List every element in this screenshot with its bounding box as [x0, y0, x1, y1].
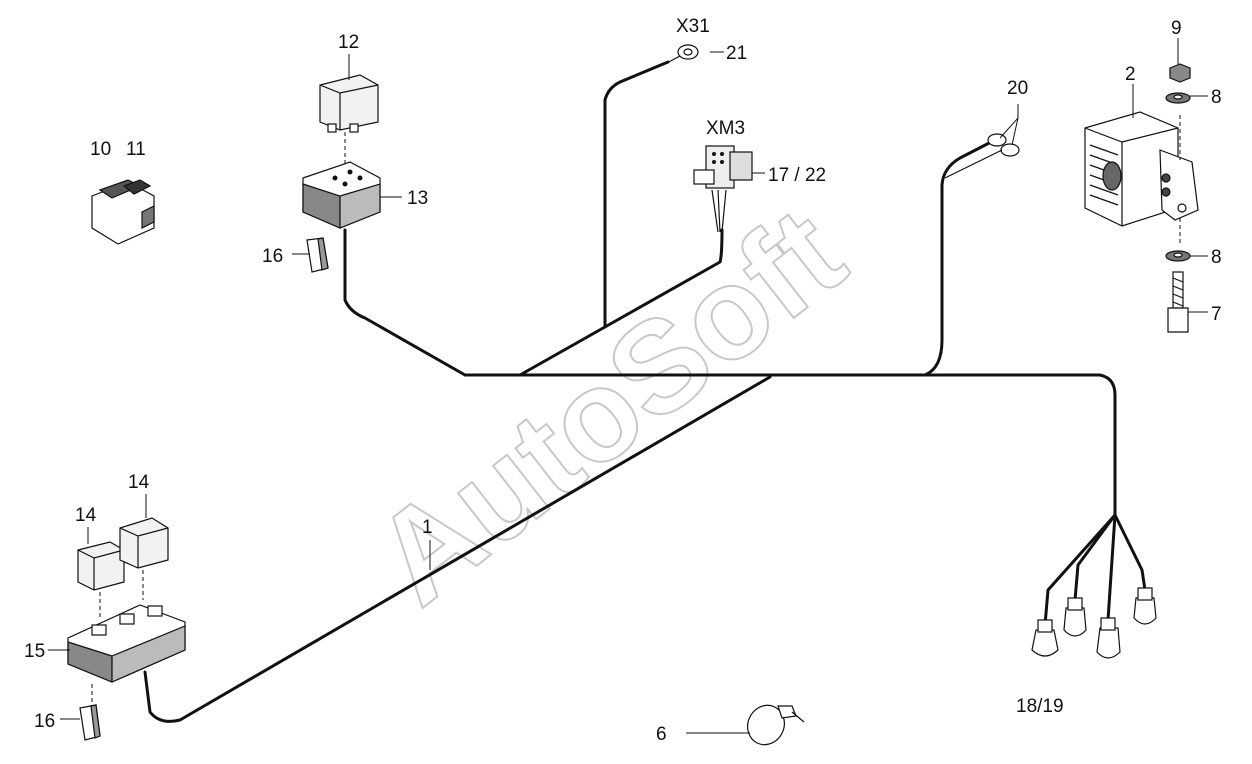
cable-tie-6 [747, 704, 805, 746]
relay-12 [319, 74, 379, 133]
label-13: 13 [407, 188, 428, 209]
label-20: 20 [1007, 78, 1028, 99]
leader-lines [48, 38, 1208, 734]
part-labels: 1 2 6 7 8 8 9 10 11 12 13 14 14 15 16 16… [24, 16, 1222, 745]
label-6: 6 [656, 724, 667, 745]
wire-branch-18-19 [1043, 513, 1147, 627]
label-9: 9 [1171, 18, 1182, 39]
relay-14-left [77, 541, 125, 591]
relay-14-right [119, 517, 169, 569]
label-x31: X31 [676, 16, 710, 37]
connector-xm3 [693, 145, 753, 233]
label-18-19: 18/19 [1016, 696, 1064, 717]
label-2: 2 [1125, 64, 1136, 85]
label-16-top: 16 [262, 246, 283, 267]
bolt-7 [1167, 271, 1189, 333]
relay-base-13 [302, 161, 381, 229]
label-8-bottom: 8 [1211, 247, 1222, 268]
switch-10-11 [91, 179, 155, 245]
ring-terminals-20 [944, 133, 1020, 179]
label-8-top: 8 [1211, 87, 1222, 108]
clip-16-bottom [79, 704, 101, 741]
label-7: 7 [1211, 304, 1222, 325]
buzzer-2 [1084, 111, 1199, 227]
washer-8-bottom [1165, 250, 1191, 262]
nut-9 [1169, 63, 1191, 83]
relay-base-15 [67, 604, 186, 683]
label-11: 11 [126, 139, 146, 160]
label-16-bottom: 16 [34, 711, 55, 732]
wire-harness-main [143, 60, 1117, 723]
label-14-left: 14 [75, 505, 97, 526]
label-1: 1 [422, 517, 433, 538]
clip-16-top [306, 237, 329, 273]
label-21: 21 [726, 43, 747, 64]
label-14-right: 14 [128, 472, 150, 493]
label-15: 15 [24, 641, 45, 662]
label-xm3: XM3 [706, 118, 745, 139]
washer-8-top [1165, 92, 1191, 104]
label-10: 10 [90, 139, 111, 160]
watermark: AutoSoft [347, 179, 869, 632]
connector-18-19 [1031, 587, 1157, 659]
label-12: 12 [338, 32, 359, 53]
ring-terminal-x31 [664, 44, 699, 65]
label-17-22: 17 / 22 [768, 165, 826, 186]
